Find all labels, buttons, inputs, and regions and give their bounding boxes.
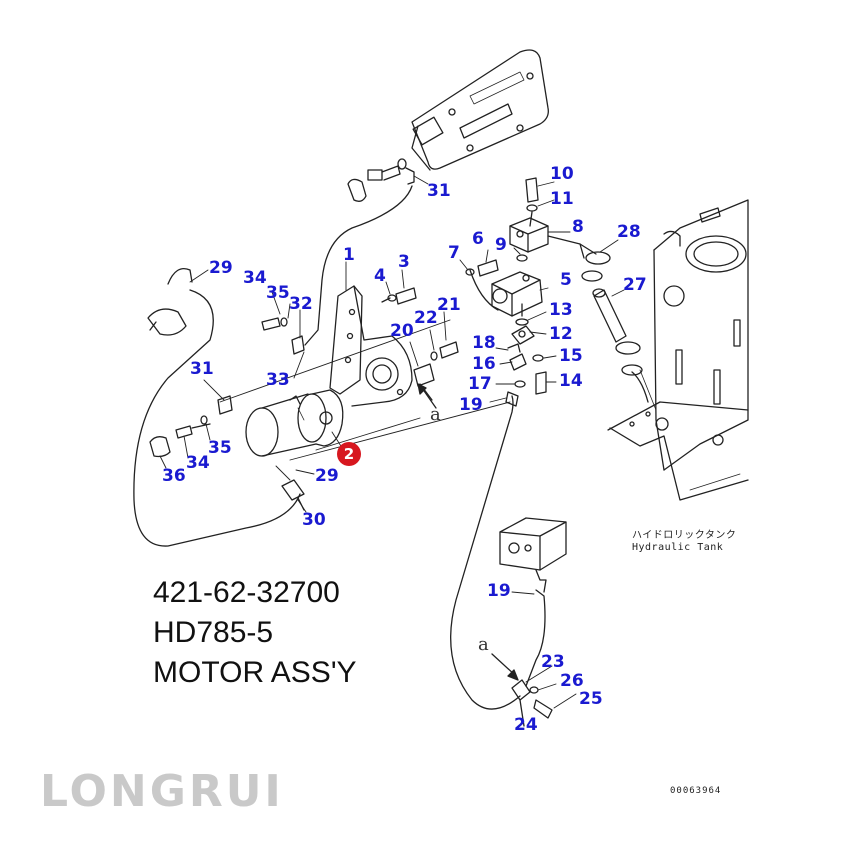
callout-35-lower: 35: [208, 438, 232, 458]
callout-9: 9: [495, 235, 507, 255]
hose-top: [304, 185, 413, 346]
callout-31-lower: 31: [190, 359, 214, 379]
view-marker-a-upper: a: [430, 404, 441, 425]
valve-5: [469, 269, 543, 317]
view-arrows: [417, 383, 519, 681]
cap-top: [347, 178, 367, 202]
washer-4: [387, 294, 397, 302]
callout-21: 21: [437, 295, 461, 315]
bolt-21: [430, 341, 459, 361]
mounting-plate: [411, 49, 549, 171]
callout-30: 30: [302, 510, 326, 530]
callout-35-upper: 35: [266, 283, 290, 303]
callout-17: 17: [468, 374, 492, 394]
callout-28: 28: [617, 222, 641, 242]
callout-8: 8: [572, 217, 584, 237]
callout-12: 12: [549, 324, 573, 344]
hydraulic-tank: [607, 199, 749, 501]
motor-2: [245, 389, 344, 457]
callout-24: 24: [514, 715, 538, 735]
bolt-31-top: [367, 158, 415, 185]
fittings-center: [507, 303, 544, 388]
tank-label-english: Hydraulic Tank: [632, 541, 724, 553]
leader-lines: [159, 175, 625, 709]
callout-1: 1: [343, 245, 355, 265]
callout-15: 15: [559, 346, 583, 366]
callout-26: 26: [560, 671, 584, 691]
model-name: HD785-5: [153, 616, 274, 649]
bolts-upper-left: [261, 317, 305, 355]
hose-left: [133, 267, 301, 547]
callout-20: 20: [390, 321, 414, 341]
callout-3: 3: [398, 252, 410, 272]
callout-5: 5: [560, 270, 572, 290]
tank-label-japanese: ハイドロリックタンク: [632, 530, 737, 541]
fitting-20: [413, 363, 435, 401]
valve-lower: [499, 517, 567, 593]
callout-7: 7: [448, 243, 460, 263]
fittings-lower: [511, 679, 553, 727]
tube-27: [592, 288, 627, 343]
callout-34-upper: 34: [243, 268, 267, 288]
hose-19: [450, 391, 546, 710]
drawing-code: 00063964: [670, 786, 722, 796]
callout-19-lower: 19: [487, 581, 511, 601]
callout-27: 27: [623, 275, 647, 295]
oring-9: [516, 254, 528, 262]
callout-11: 11: [550, 189, 574, 209]
callout-16: 16: [472, 354, 496, 374]
callout-10: 10: [550, 164, 574, 184]
callout-19-upper: 19: [459, 395, 483, 415]
callout-32: 32: [289, 294, 313, 314]
callout-14: 14: [559, 371, 583, 391]
assembly-title: MOTOR ASS'Y: [153, 656, 357, 689]
callout-29-lower: 29: [315, 466, 339, 486]
view-marker-a-lower: a: [478, 634, 489, 655]
callout-29-upper: 29: [209, 258, 233, 278]
longrui-logo: LONGRUI: [40, 766, 284, 817]
callout-18: 18: [472, 333, 496, 353]
bolt-14: [535, 371, 547, 395]
callout-22: 22: [414, 308, 438, 328]
callout-4: 4: [374, 266, 386, 286]
clamp-28: [579, 243, 643, 376]
tank-label: ハイドロリックタンク Hydraulic Tank: [632, 530, 736, 553]
callout-23: 23: [541, 652, 565, 672]
callout-6: 6: [472, 229, 484, 249]
bolt-10: [525, 177, 539, 227]
callout-2-badge: 2: [337, 442, 361, 466]
bolt-6: [465, 259, 499, 277]
callout-33: 33: [266, 370, 290, 390]
bolt-3: [381, 287, 417, 305]
callout-31-upper: 31: [427, 181, 451, 201]
callout-34-lower: 34: [186, 453, 210, 473]
callout-36: 36: [162, 466, 186, 486]
part-number: 421-62-32700: [153, 576, 340, 609]
callout-25: 25: [579, 689, 603, 709]
bolts-lower-left: [149, 395, 233, 458]
callout-13: 13: [549, 300, 573, 320]
